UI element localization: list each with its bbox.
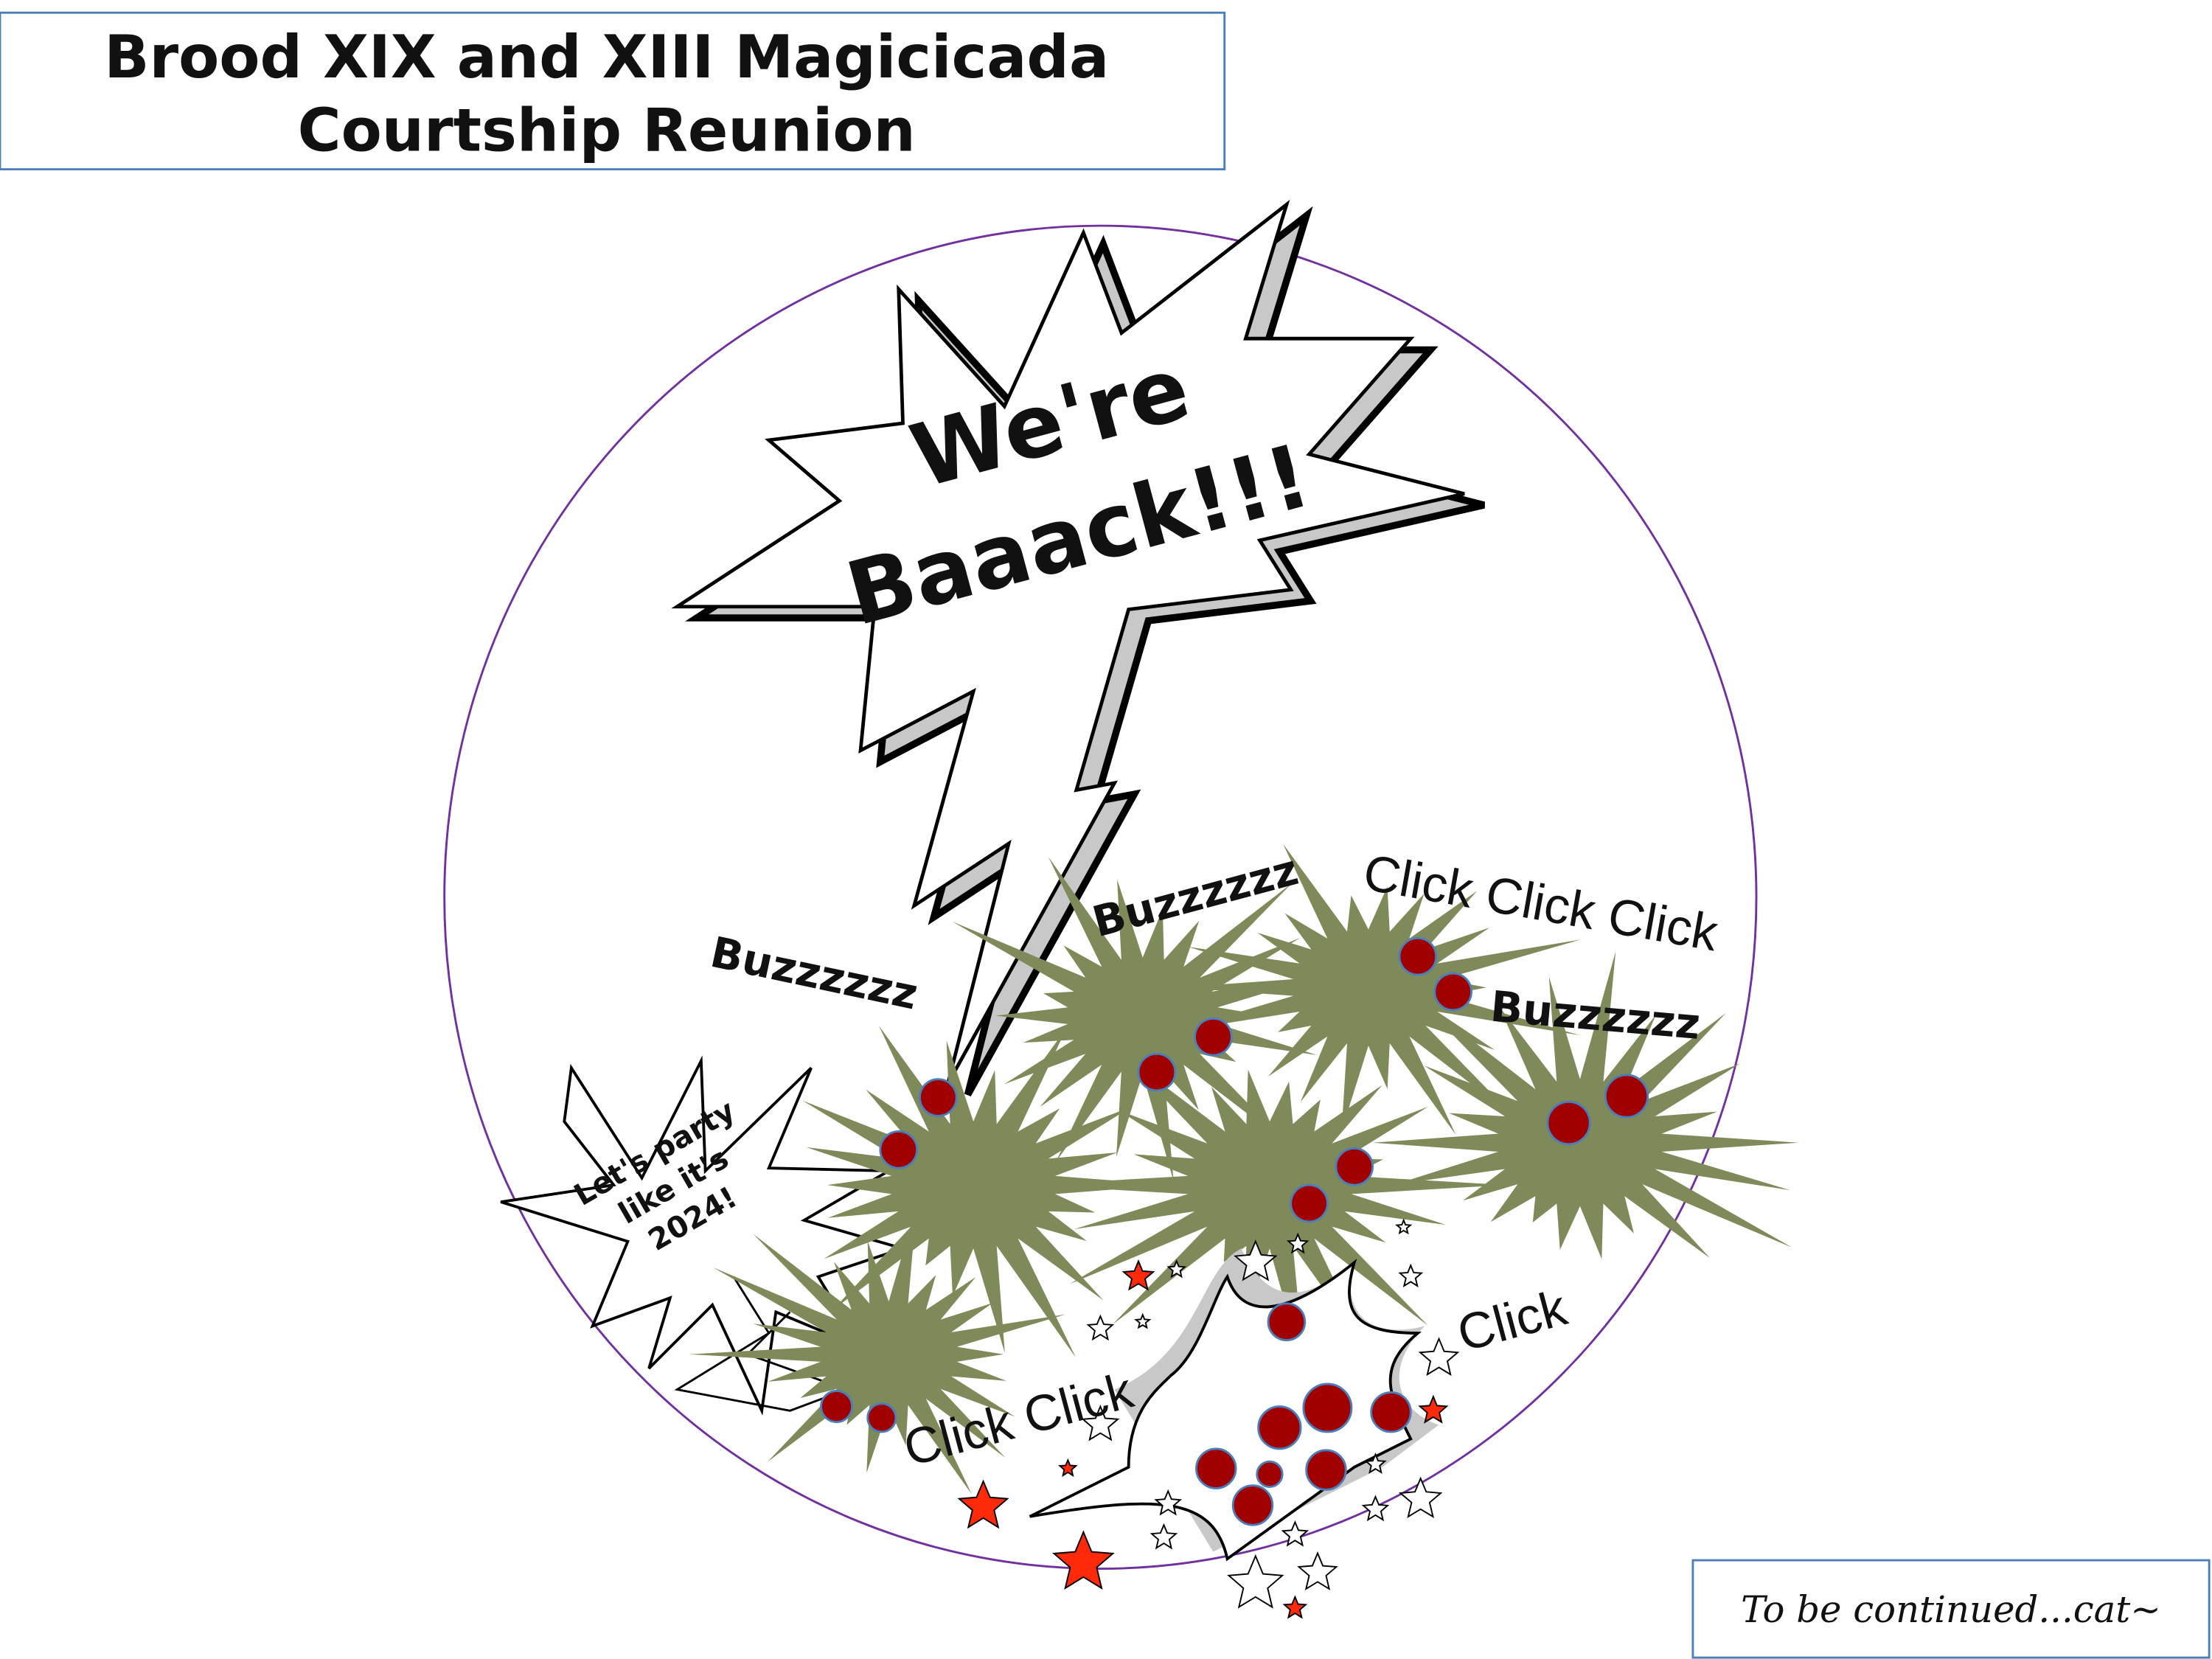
white-star-icon	[1398, 1476, 1443, 1518]
cicada-splat	[1372, 951, 1799, 1259]
cicada-splat	[1031, 1054, 1506, 1375]
white-star-icon	[1234, 1239, 1278, 1281]
red-star-icon	[1418, 1394, 1449, 1424]
red-star-icon	[1121, 1259, 1155, 1291]
title-line-1: Brood XIX and XIII Magicicada	[104, 22, 1109, 91]
cicada-eye	[1398, 936, 1438, 976]
cicada-eye	[1290, 1183, 1329, 1223]
white-star-icon	[1086, 1314, 1115, 1341]
cicada-eye	[1302, 1382, 1353, 1433]
white-star-icon	[1154, 1489, 1182, 1516]
stage-circle	[443, 224, 1758, 1570]
white-star-icon	[1150, 1523, 1178, 1550]
cicada-eye	[1305, 1449, 1347, 1491]
cicada-splat	[689, 1205, 1066, 1495]
cicada-eye	[1195, 1447, 1237, 1489]
cicada-splat	[1172, 844, 1581, 1135]
white-star-icon	[1395, 1218, 1413, 1235]
cicada-eye	[1137, 1052, 1177, 1092]
white-star-icon	[1227, 1554, 1284, 1609]
party-speech-burst: Let's party like it's 2024!	[500, 1055, 908, 1416]
main-speech-burst: We're Baaack!!!	[671, 199, 1485, 1097]
cicada-eye	[1194, 1017, 1233, 1057]
white-star-icon	[1297, 1551, 1338, 1590]
red-star-icon	[1282, 1595, 1308, 1619]
cicada-splat	[802, 1026, 1173, 1358]
cicada-splats	[689, 844, 1799, 1495]
red-star-icon	[1052, 1530, 1115, 1590]
sparkle-stars	[957, 1218, 1460, 1619]
title-line-2: Courtship Reunion	[298, 96, 916, 165]
cicada-eye	[820, 1390, 854, 1424]
cicada-eye	[866, 1402, 897, 1433]
white-star-icon	[1361, 1495, 1390, 1522]
white-star-icon	[1081, 1405, 1120, 1441]
cicada-eye	[1267, 1302, 1307, 1342]
cicada-eye	[1335, 1147, 1374, 1186]
buzz-left: Buzzzzzz	[706, 928, 922, 1020]
white-star-icon	[1134, 1312, 1152, 1329]
footer-box	[1691, 1559, 2211, 1659]
white-star-icon	[1398, 1263, 1424, 1287]
cicada-eye	[1370, 1391, 1412, 1433]
white-star-icon	[1286, 1232, 1310, 1254]
red-star-icon	[1058, 1458, 1078, 1478]
title-box	[0, 11, 1226, 171]
cicada-eye	[1546, 1100, 1591, 1146]
cicada-eye	[1257, 1405, 1302, 1450]
red-star-icon	[957, 1479, 1009, 1529]
click-single: Click	[1452, 1279, 1573, 1362]
cicada-splat	[952, 856, 1326, 1181]
white-star-icon	[1166, 1259, 1186, 1279]
cicada-eye	[1256, 1460, 1284, 1489]
cicada-eye	[1604, 1074, 1649, 1119]
white-star-icon	[1281, 1520, 1310, 1547]
cicada-eye	[1231, 1484, 1274, 1526]
white-star-icon	[1418, 1337, 1460, 1377]
footer-text: To be continued...cat~	[1741, 1588, 2161, 1631]
cicada-eyes	[820, 936, 1649, 1526]
cicada-eye	[1433, 972, 1472, 1012]
cicada-eye	[919, 1078, 958, 1117]
cicada-eye	[879, 1130, 919, 1169]
white-star-icon	[1364, 1453, 1387, 1474]
